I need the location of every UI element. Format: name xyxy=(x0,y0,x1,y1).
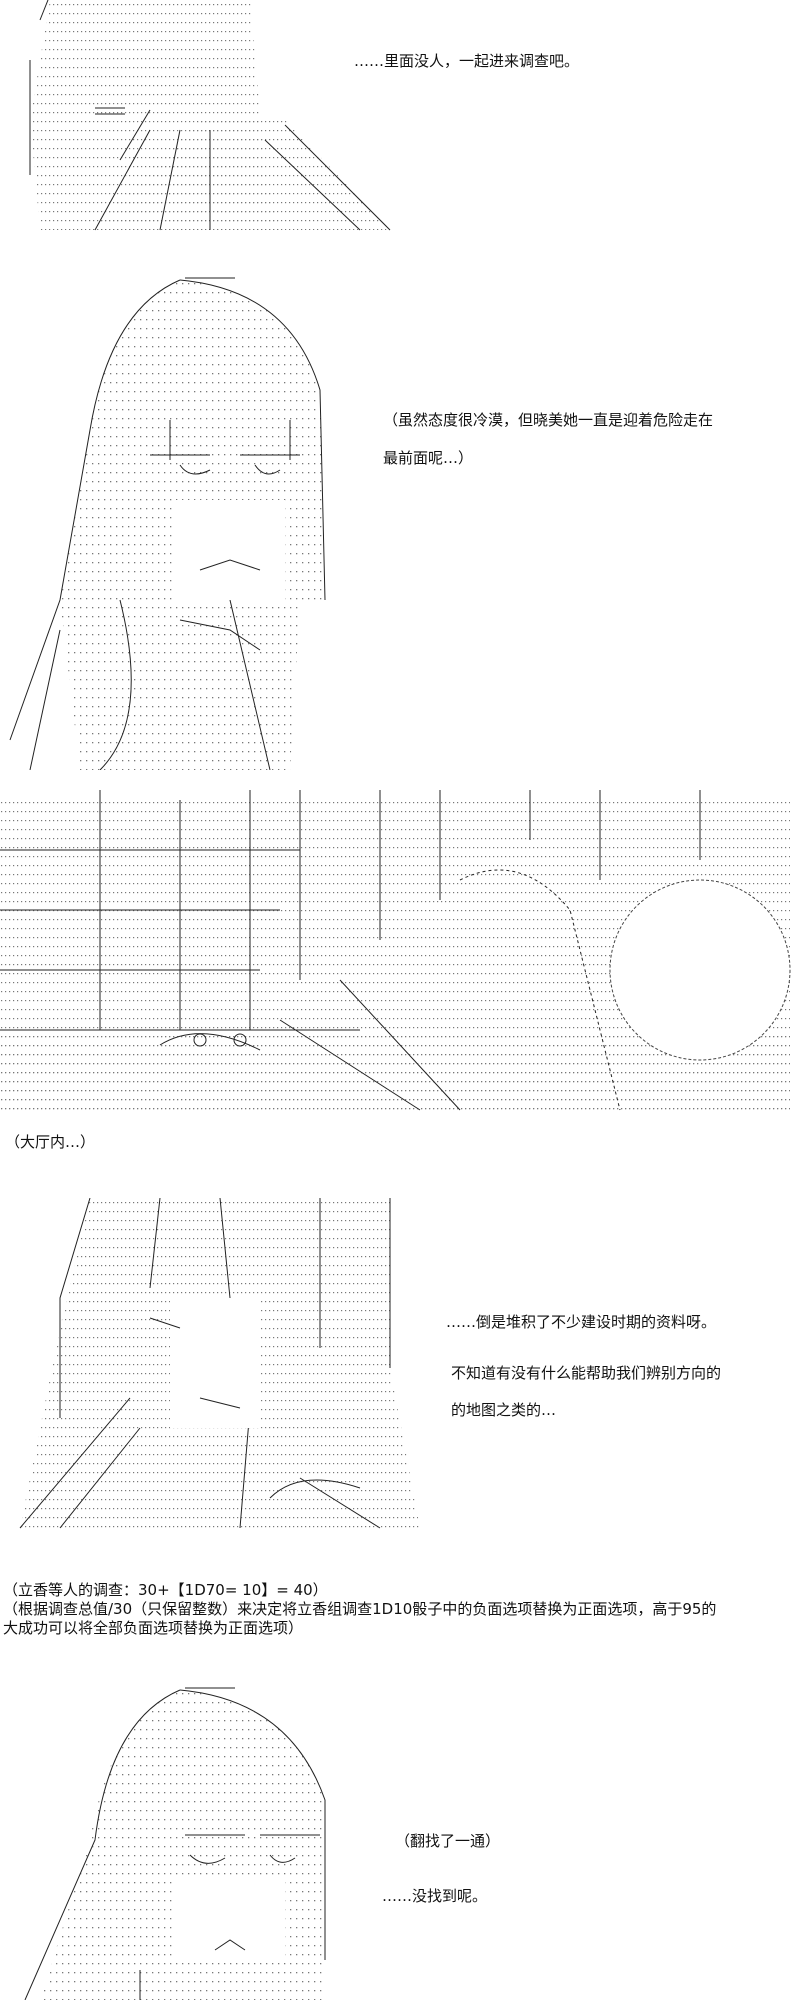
dialogue-line: 不知道有没有什么能帮助我们辨别方向的 xyxy=(451,1364,722,1382)
dialogue-line: ……倒是堆积了不少建设时期的资料呀。 xyxy=(446,1313,717,1331)
narration-line: （翻找了一通） xyxy=(395,1832,501,1850)
narration-line: （虽然态度很冷漠，但晓美她一直是迎着危险走在 xyxy=(383,411,714,429)
ascii-art-bookshelves-figure xyxy=(0,1198,430,1543)
dialogue-line: ……里面没人，一起进来调查吧。 xyxy=(354,52,580,70)
ascii-art-corridor-figure xyxy=(0,0,400,235)
rule-explanation: （根据调查总值/30（只保留整数）来决定将立香组调查1D10骰子中的负面选项替换… xyxy=(3,1600,717,1618)
dice-roll-result: （立香等人的调查：30+【1D70= 10】= 40） xyxy=(3,1581,328,1599)
ascii-art-akemi-portrait xyxy=(0,270,345,770)
dialogue-line: ……没找到呢。 xyxy=(382,1887,488,1905)
ascii-art-akemi-portrait-2 xyxy=(0,1680,340,2000)
scene-caption: （大厅内…） xyxy=(5,1133,96,1151)
ascii-art-hall-interior xyxy=(0,780,795,1115)
rule-explanation: 大成功可以将全部负面选项替换为正面选项） xyxy=(3,1619,304,1637)
dialogue-line: 的地图之类的… xyxy=(451,1401,557,1419)
narration-line: 最前面呢…） xyxy=(383,449,474,467)
